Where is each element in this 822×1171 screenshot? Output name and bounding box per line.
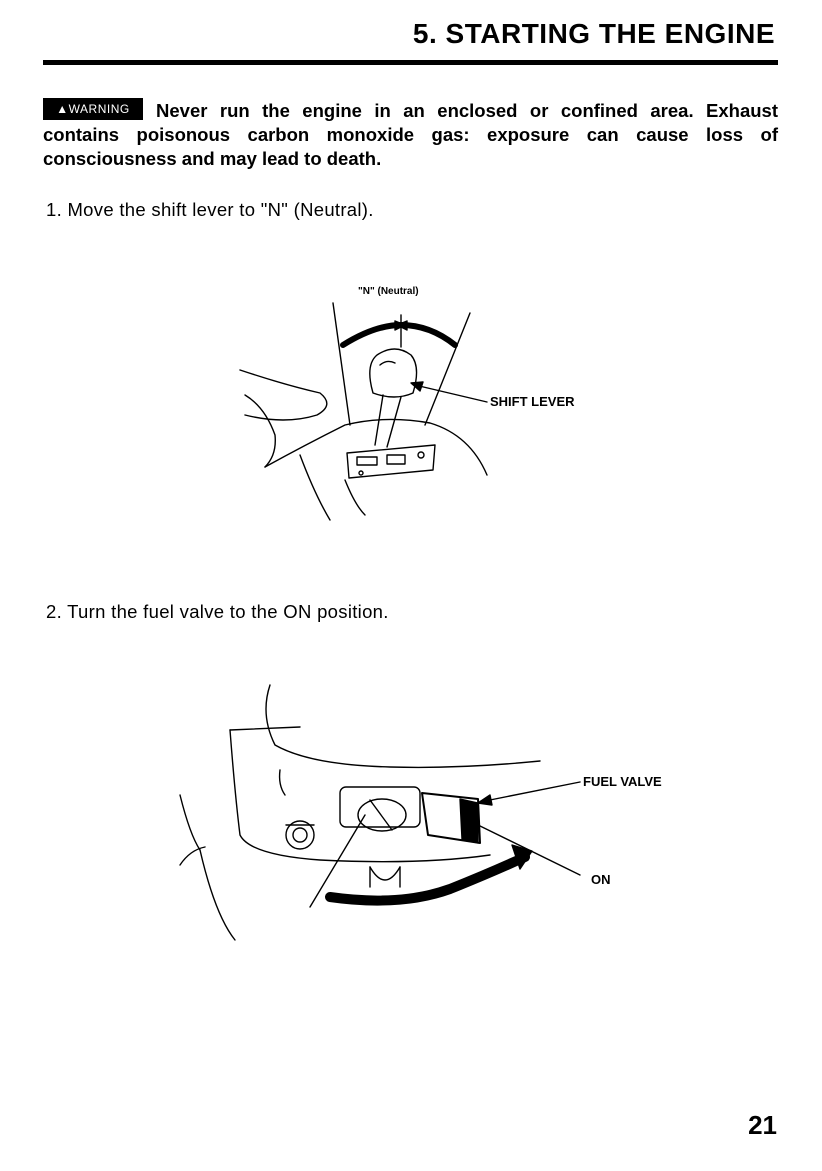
neutral-label: "N" (Neutral) (358, 286, 419, 297)
page-title: 5. STARTING THE ENGINE (412, 18, 775, 49)
warning-triangle-icon: ▲ (56, 102, 69, 116)
shift-lever-label: SHIFT LEVER (490, 394, 575, 409)
warning-badge: ▲WARNING (43, 98, 143, 120)
page-number: 21 (748, 1110, 777, 1140)
warning-badge-label: WARNING (68, 102, 130, 116)
step-2-text: 2. Turn the fuel valve to the ON positio… (46, 601, 389, 622)
fuel-valve-label: FUEL VALVE (583, 774, 662, 789)
title-rule (43, 60, 778, 65)
fuel-valve-illustration (160, 675, 700, 955)
on-position-label: ON (591, 872, 611, 887)
warning-text: Never run the engine in an enclosed or c… (43, 100, 778, 169)
shift-lever-illustration (225, 275, 625, 545)
step-1-text: 1. Move the shift lever to "N" (Neutral)… (46, 199, 374, 220)
